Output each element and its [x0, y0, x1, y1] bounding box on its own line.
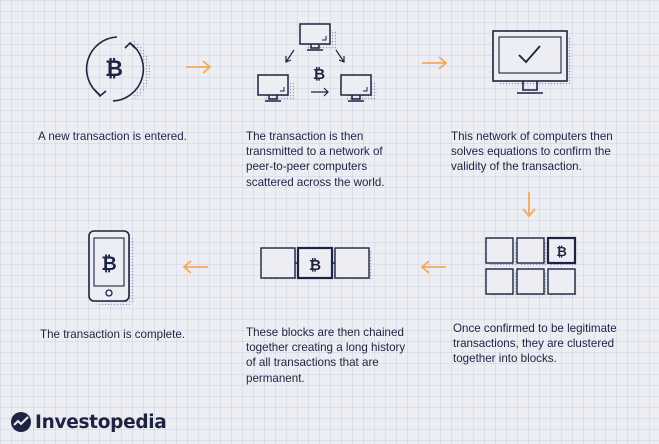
step-6-caption: The transaction is complete.	[40, 328, 185, 341]
arrow-left-icon	[182, 260, 208, 274]
mobile-phone-illustration: ₿	[88, 230, 134, 305]
bitcoin-icon: ₿	[105, 57, 123, 82]
bitcoin-icon: ₿	[309, 256, 321, 274]
investopedia-logo: Investopedia	[10, 411, 167, 433]
step-4-caption: Once confirmed to be legitimate transact…	[453, 322, 617, 366]
arrow-right-icon	[186, 60, 212, 74]
computer-icon-top	[299, 23, 336, 51]
refresh-arc-right	[112, 42, 145, 102]
blockchain-chain-illustration: ₿	[260, 246, 372, 280]
validation-monitor-illustration	[492, 30, 572, 94]
refresh-arc-left	[85, 36, 118, 96]
arrow-right-icon	[422, 56, 448, 70]
checkmark-icon	[518, 45, 541, 64]
arrow-left-icon	[420, 260, 446, 274]
arrow-down-icon	[522, 192, 536, 218]
bitcoin-icon: ₿	[556, 245, 567, 260]
investopedia-logo-icon	[11, 412, 31, 432]
brand-name: Investopedia	[35, 411, 167, 433]
step-2-caption: The transaction is then transmitted to a…	[246, 130, 385, 189]
home-button-icon	[105, 289, 113, 297]
bitcoin-icon: ₿	[313, 65, 325, 83]
new-transaction-illustration: ₿	[85, 36, 151, 102]
step-5-caption: These blocks are then chained together c…	[246, 326, 406, 385]
step-3-caption: This network of computers then solves eq…	[451, 130, 613, 174]
computer-icon-right	[340, 74, 377, 102]
block-cluster-illustration: ₿	[485, 236, 578, 297]
bitcoin-icon: ₿	[101, 253, 116, 275]
peer-to-peer-network-illustration: ₿	[257, 23, 377, 102]
step-1-caption: A new transaction is entered.	[38, 130, 187, 143]
computer-icon-left	[257, 74, 294, 102]
